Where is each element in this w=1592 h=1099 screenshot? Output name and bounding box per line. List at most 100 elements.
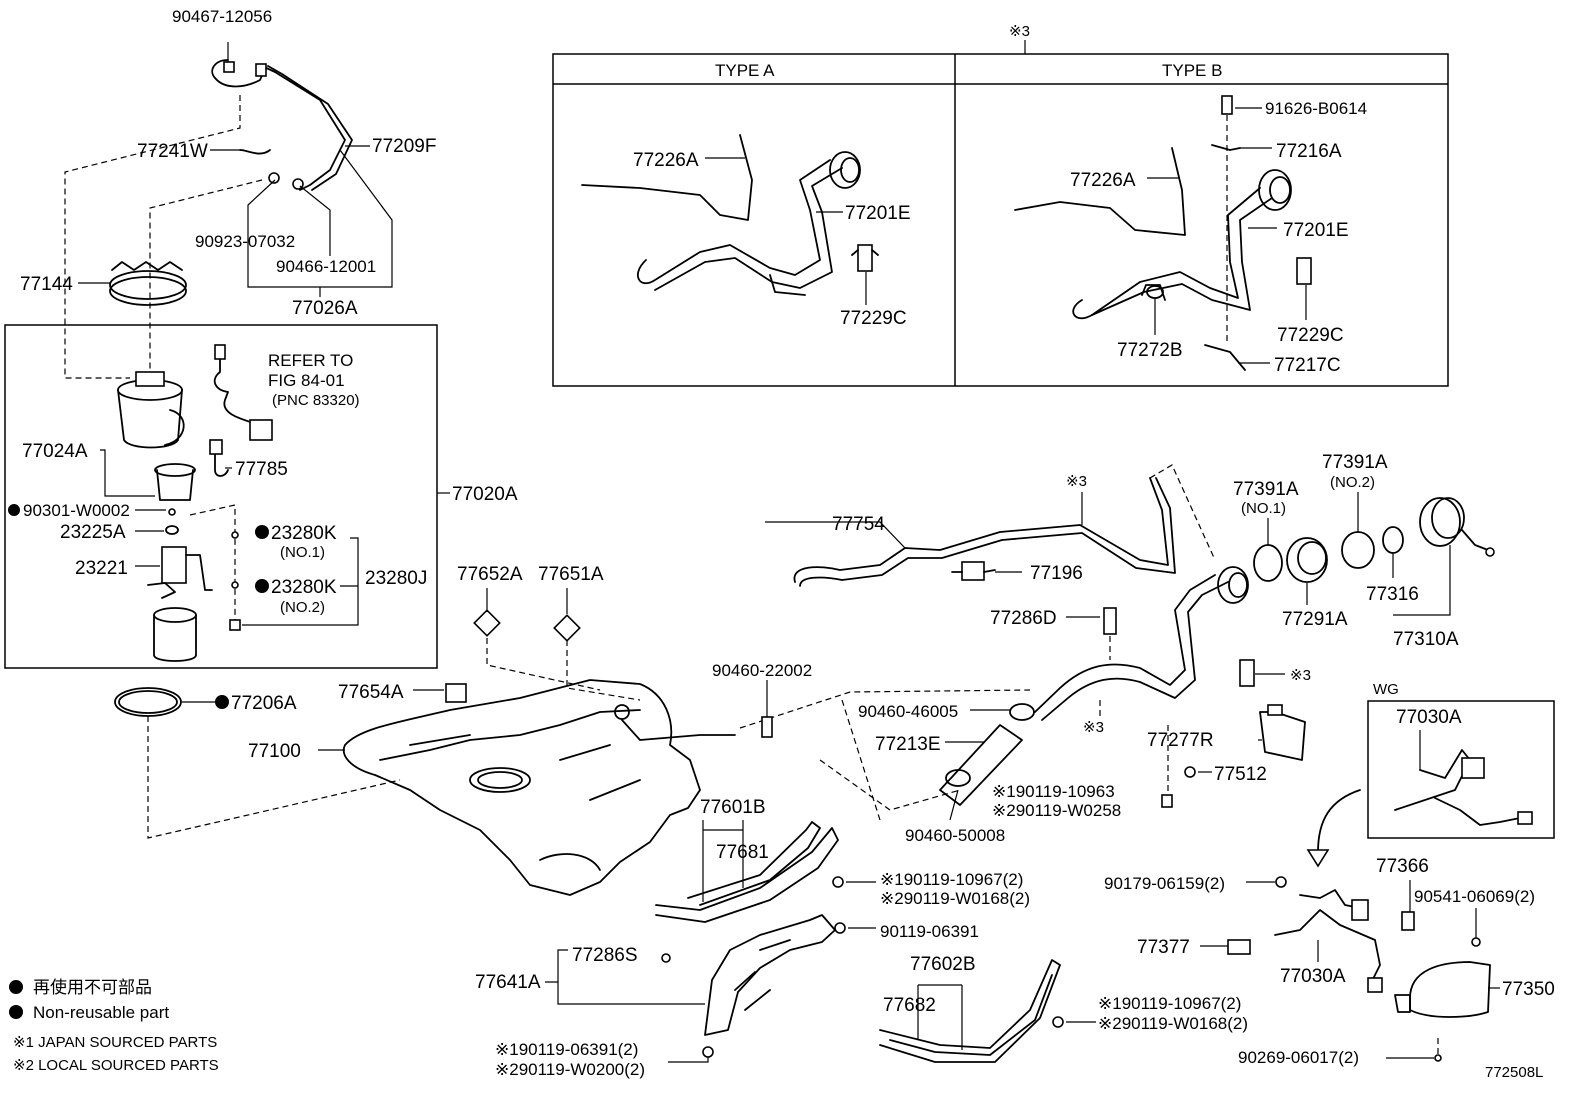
ring-no1-part — [1253, 544, 1283, 582]
legend-line2: Non-reusable part — [33, 1003, 169, 1022]
label-77651A: 77651A — [538, 564, 604, 585]
label-90269-06017: 90269-06017(2) — [1238, 1048, 1359, 1067]
clamp-22002-part — [761, 716, 773, 738]
label-90119-10967-a: ※190119-10967(2) — [880, 870, 1023, 889]
label-ref3-mid: ※3 — [1066, 473, 1087, 490]
label-77201E-b: 77201E — [1283, 220, 1349, 241]
label-90460-46005: 90460-46005 — [858, 702, 958, 721]
label-77652A: 77652A — [457, 564, 523, 585]
label-77229C-b: 77229C — [1277, 325, 1344, 346]
label-90923-07032: 90923-07032 — [195, 232, 295, 251]
label-ref3-top: ※3 — [1009, 23, 1030, 40]
ring-no2-part — [1341, 531, 1375, 569]
label-no1-b: (NO.1) — [1241, 500, 1286, 517]
label-77216A: 77216A — [1276, 141, 1342, 162]
tank-band-77681 — [655, 821, 839, 923]
fuel-lid-77350 — [1394, 961, 1491, 1018]
fuel-line-group — [211, 59, 353, 191]
label-77144: 77144 — [20, 274, 73, 295]
label-77286S: 77286S — [572, 945, 638, 966]
label-77512: 77512 — [1214, 764, 1267, 785]
label-90119-W0168-a: ※290119-W0168(2) — [880, 889, 1030, 908]
non-reusable-dot — [255, 525, 269, 539]
label-type-b: TYPE B — [1162, 61, 1222, 80]
label-23225A: 23225A — [60, 522, 126, 543]
label-77350: 77350 — [1502, 979, 1555, 1000]
gasket-part — [114, 687, 182, 717]
lid-opener-actuator — [1274, 889, 1383, 993]
wire-harness-part — [209, 344, 273, 477]
fuel-pump-part — [147, 546, 213, 599]
type-a-filler-pipe — [581, 134, 861, 296]
label-77377: 77377 — [1137, 937, 1190, 958]
tank-band-77682 — [879, 959, 1061, 1063]
label-77196: 77196 — [1030, 563, 1083, 584]
label-77391A-no1: 77391A — [1233, 479, 1299, 500]
label-77602B: 77602B — [910, 954, 976, 975]
legend-dot — [9, 1005, 23, 1019]
label-90119-10963: ※190119-10963 — [992, 782, 1115, 801]
non-reusable-dot — [255, 579, 269, 593]
pad-a-part — [473, 609, 501, 637]
label-77754: 77754 — [832, 514, 885, 535]
label-90460-22002: 90460-22002 — [712, 661, 812, 680]
label-77785: 77785 — [235, 459, 288, 480]
non-reusable-dot — [8, 504, 20, 516]
label-77641A: 77641A — [475, 972, 541, 993]
seal-77291A-part — [1286, 537, 1328, 583]
fuel-filter-part — [153, 607, 197, 662]
bumper-77377 — [1227, 939, 1251, 955]
type-b-bolt — [1221, 95, 1233, 115]
valve-part — [951, 561, 996, 581]
label-77209F: 77209F — [372, 136, 436, 157]
type-frame — [552, 53, 1449, 387]
label-77601B: 77601B — [700, 797, 766, 818]
label-77217C: 77217C — [1274, 355, 1341, 376]
filler-pipe-assembly — [1034, 566, 1249, 721]
label-77026A: 77026A — [292, 298, 358, 319]
non-reusable-dot — [215, 695, 229, 709]
label-77201E-a: 77201E — [845, 203, 911, 224]
label-90119-10967-b: ※190119-10967(2) — [1098, 994, 1241, 1013]
label-90119-W0258: ※290119-W0258 — [992, 801, 1121, 820]
label-90179-06159: 90179-06159(2) — [1104, 874, 1225, 893]
label-23280J: 23280J — [365, 568, 427, 589]
label-23280K-no1: 23280K — [271, 523, 337, 544]
label-no1: (NO.1) — [280, 544, 325, 561]
label-fig-84-01: FIG 84-01 — [268, 371, 345, 390]
label-type-a: TYPE A — [715, 61, 775, 80]
diagram-number: 772508L — [1485, 1064, 1543, 1081]
label-90460-50008: 90460-50008 — [905, 826, 1005, 845]
label-90466-12001: 90466-12001 — [276, 257, 376, 276]
legend-line1: 再使用不可部品 — [33, 977, 152, 997]
pump-assembly-frame — [4, 324, 438, 669]
label-77681: 77681 — [716, 842, 769, 863]
label-23280K-no2: 23280K — [271, 577, 337, 598]
label-ref3-low: ※3 — [1083, 719, 1104, 736]
label-wg: WG — [1373, 681, 1399, 698]
wg-actuator-part — [1394, 749, 1533, 826]
type-b-clip — [1296, 257, 1312, 285]
protector-part — [445, 683, 467, 703]
label-77316: 77316 — [1366, 584, 1419, 605]
label-77286D: 77286D — [990, 608, 1057, 629]
bolt-part — [1161, 794, 1173, 808]
label-77020A: 77020A — [452, 484, 518, 505]
label-77277R: 77277R — [1147, 730, 1214, 751]
valve-side-part — [1239, 659, 1255, 687]
label-90119-W0168-b: ※290119-W0168(2) — [1098, 1014, 1248, 1033]
label-77024A: 77024A — [22, 441, 88, 462]
type-a-clip — [851, 244, 879, 272]
label-77241W: 77241W — [137, 141, 208, 162]
label-90467-12056: 90467-12056 — [172, 7, 272, 26]
label-90119-06391: 90119-06391 — [880, 922, 979, 941]
label-77272B: 77272B — [1117, 340, 1183, 361]
clamp-part — [1009, 703, 1035, 721]
label-77206A: 77206A — [231, 693, 297, 714]
protector-77641A — [704, 914, 836, 1036]
label-91626-B0614: 91626-B0614 — [1265, 99, 1367, 118]
label-77226A-b: 77226A — [1070, 170, 1136, 191]
lock-77366 — [1401, 911, 1415, 931]
type-b-filler-pipe — [1014, 147, 1292, 371]
